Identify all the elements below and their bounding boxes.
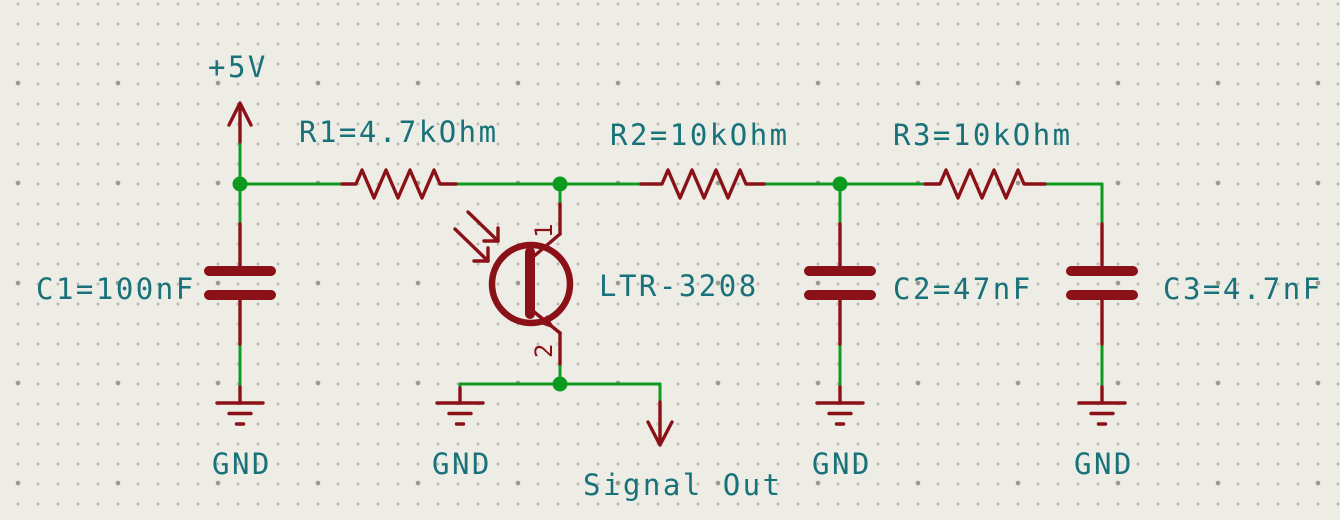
ground-symbol-c1[interactable] [215,385,265,426]
phototransistor-label[interactable]: LTR-3208 [599,269,759,303]
junction-dot[interactable] [552,176,568,192]
resistor-r3[interactable] [923,168,1047,200]
capacitor-c1[interactable] [204,222,276,346]
light-arrow-icon [466,210,500,243]
transistor-body-circle[interactable] [488,241,574,327]
signal-out-arrow-icon [646,420,674,447]
capacitor-plate[interactable] [204,266,276,276]
light-arrow-icon [453,227,490,263]
ground-symbol-c2[interactable] [815,385,865,426]
transistor-collector-line [531,232,562,259]
light-arrow-head-icon [472,246,490,263]
pin-number-1: 1 [530,224,558,238]
capacitor-plate[interactable] [1066,266,1138,276]
capacitor-plate[interactable] [804,290,876,300]
light-arrow-head-icon [482,226,500,243]
resistor-body[interactable] [639,168,766,200]
capacitor-c2-label[interactable]: C2=47nF [893,272,1033,306]
power-flag-5v[interactable] [227,101,253,144]
resistor-r2[interactable] [639,168,766,200]
phototransistor-q1[interactable]: 1 2 [453,202,574,366]
junction-dot[interactable] [232,176,248,192]
signal-out-label[interactable]: Signal Out [583,468,783,502]
capacitor-plate[interactable] [804,266,876,276]
resistor-r2-label[interactable]: R2=10kOhm [610,118,790,152]
wires[interactable] [232,140,1104,404]
ground-symbol-c3[interactable] [1077,385,1127,426]
resistor-body[interactable] [340,168,458,200]
resistor-body[interactable] [923,168,1047,200]
capacitor-plate[interactable] [204,290,276,300]
resistor-r1-label[interactable]: R1=4.7kOhm [299,115,499,149]
capacitor-c3[interactable] [1066,222,1138,346]
transistor-base-bar [525,247,535,319]
power-arrow-icon [227,101,253,127]
ground-symbol-emitter[interactable] [435,386,485,426]
ground-label-3[interactable]: GND [812,447,872,481]
power-net-label[interactable]: +5V [208,50,268,84]
capacitor-c2[interactable] [804,222,876,346]
junction-dot[interactable] [832,176,848,192]
pin-number-2: 2 [530,344,558,358]
resistor-r3-label[interactable]: R3=10kOhm [893,118,1073,152]
ground-label-2[interactable]: GND [432,447,492,481]
signal-out-connector[interactable] [646,400,674,447]
junction-dot[interactable] [552,376,568,392]
capacitor-plate[interactable] [1066,290,1138,300]
resistor-r1[interactable] [340,168,458,200]
ground-label-4[interactable]: GND [1074,447,1134,481]
capacitor-c1-label[interactable]: C1=100nF [36,272,196,306]
transistor-emitter-arrow-icon [539,315,555,329]
capacitor-c3-label[interactable]: C3=4.7nF [1163,272,1323,306]
ground-label-1[interactable]: GND [212,447,272,481]
